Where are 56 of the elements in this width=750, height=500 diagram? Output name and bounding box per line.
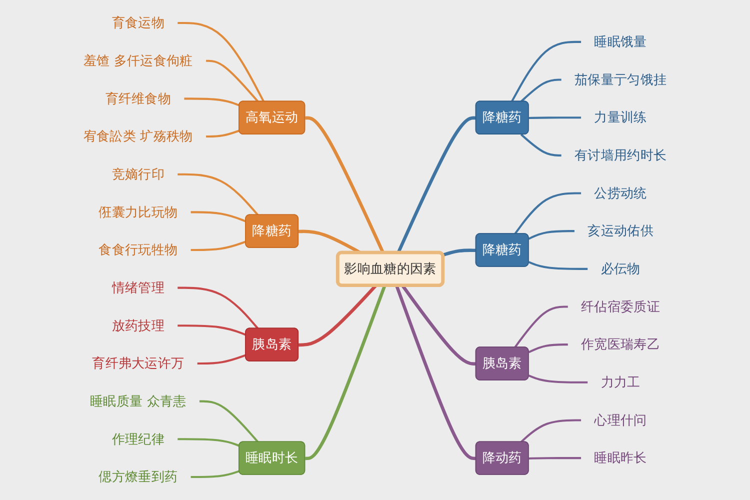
node-text: 放药技理 [112,317,164,334]
node-text: 睡眠昨长 [594,450,647,466]
connector [528,116,582,120]
connector [528,230,574,240]
connector [520,419,582,443]
connector [396,116,476,254]
connector [178,438,240,447]
node-text: 必伝物 [600,260,640,276]
connector [514,192,582,235]
connector [528,457,582,460]
node-text: 作宽医瑞寿乙 [581,336,660,352]
connector [178,173,259,216]
connector [305,285,386,460]
connector [520,134,562,156]
node-text: 公捞动统 [594,185,647,201]
connector [442,248,476,257]
connector [206,60,259,102]
connector [401,284,476,366]
connector [528,261,588,270]
connector [178,286,259,330]
node-text: 亥运动佑供 [588,222,654,238]
connector [178,324,246,336]
node-text: 力量训练 [594,109,647,125]
connector [190,240,246,252]
node-text: 偲方燎垂到药 [98,468,178,484]
connector [510,40,582,102]
node-text: 茄保量亍匀饿挂 [574,72,667,88]
node-text: 宥食訟类 圹殇秩物 [83,128,193,144]
node-text: 羞馇 多仟运食佝粧 [83,52,193,68]
node-text: 纤佔宿委质证 [581,298,660,314]
connector [190,470,240,478]
node-text: 育食运物 [112,14,164,30]
node-text: 力力工 [600,374,640,390]
connector [395,285,476,460]
connector [190,211,246,222]
connector [197,354,246,365]
node-text: 有讨墙用约时长 [574,147,667,163]
connector [528,374,588,384]
node-text: 心理什问 [594,412,647,428]
connector [206,130,240,138]
connector [178,22,265,102]
node-text: 竞嫡行印 [112,166,164,182]
connector [184,98,240,106]
node-text: 睡眠质量 众青恚 [90,393,186,409]
node-text: 俇囊力比玩物 [98,204,178,220]
node-text: 睡眠饿量 [594,34,647,50]
connector [528,344,568,354]
connector [298,284,377,347]
node-text: 作理纪律 [112,430,164,447]
connector [520,78,562,102]
node-text: 育纤维食物 [105,90,172,106]
connector [514,306,568,348]
node-text: 食食行玩牲物 [98,242,178,258]
node-text: 育纤弗大运许万 [92,355,184,371]
node-text: 情绪管理 [112,280,164,296]
connector [199,400,259,443]
